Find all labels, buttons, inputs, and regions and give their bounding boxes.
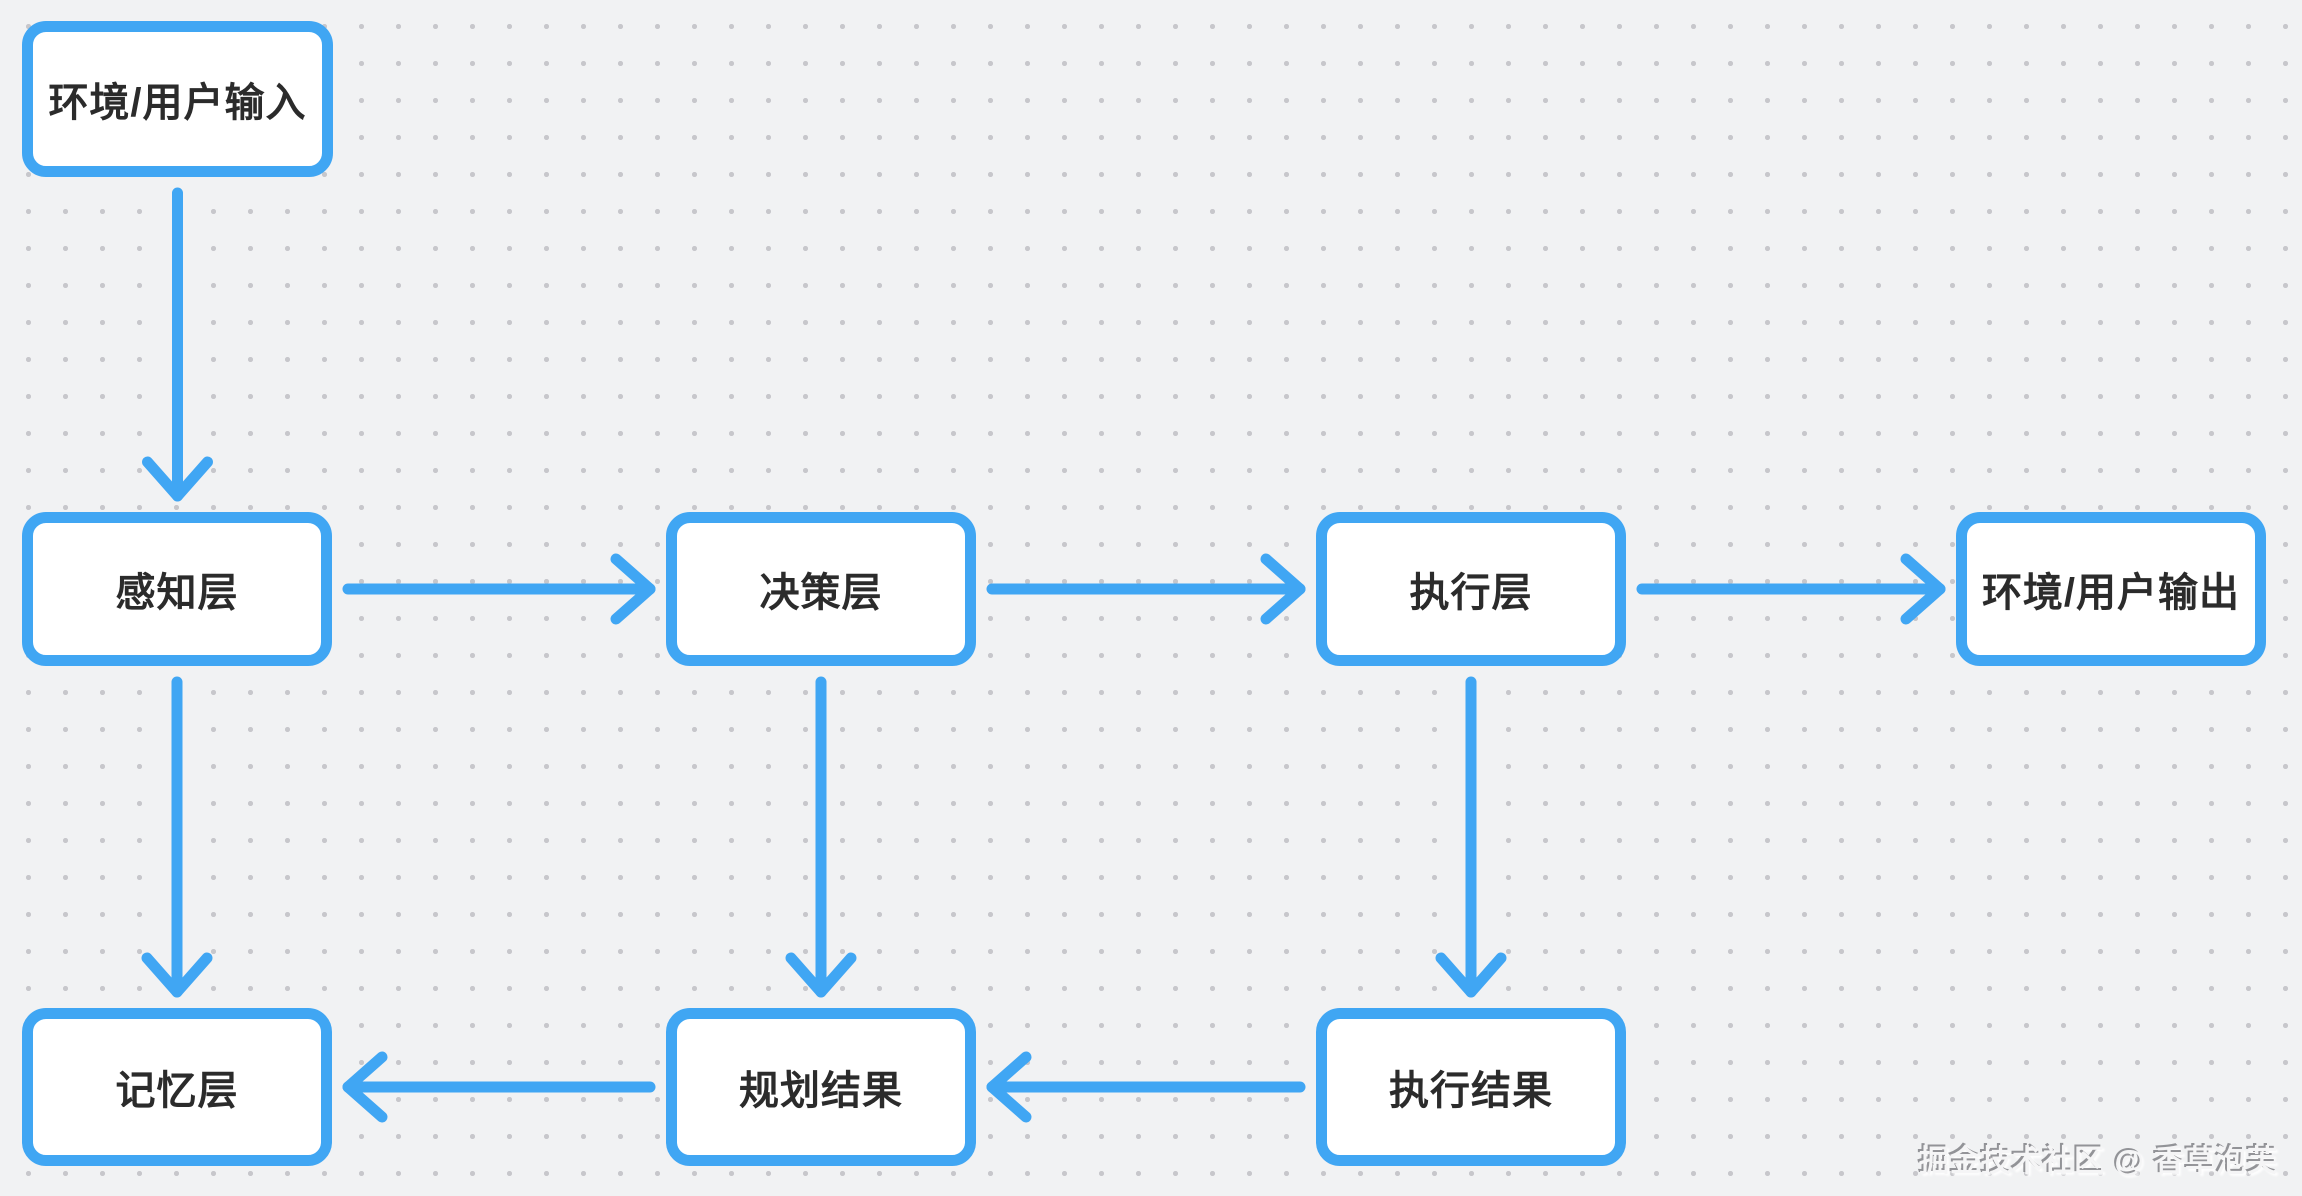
node-env-user-input-label: 环境/用户输入 [48, 81, 307, 125]
arrowhead-icon [141, 952, 213, 998]
arrow-execution-to-env-output[interactable] [1636, 553, 1946, 625]
node-planning-result[interactable]: 规划结果 [666, 1008, 976, 1166]
arrowhead-icon [1435, 952, 1507, 998]
arrowhead-icon [610, 553, 656, 625]
arrow-perception-to-decision[interactable] [342, 553, 656, 625]
node-execution-layer-label: 执行层 [1409, 571, 1533, 615]
node-decision-layer[interactable]: 决策层 [666, 512, 976, 666]
node-execution-layer[interactable]: 执行层 [1316, 512, 1626, 666]
arrowhead-icon [1900, 553, 1946, 625]
arrow-decision-to-planning-result[interactable] [785, 676, 857, 998]
node-memory-layer-label: 记忆层 [115, 1069, 239, 1113]
node-env-user-input[interactable]: 环境/用户输入 [22, 21, 333, 177]
arrowhead-icon [785, 952, 857, 998]
watermark: 掘金技术社区 @ 香草泡芙 [1919, 1145, 2278, 1178]
arrow-execution-to-execution-result[interactable] [1435, 676, 1507, 998]
node-execution-result-label: 执行结果 [1389, 1069, 1553, 1113]
arrow-planning-result-to-memory[interactable] [342, 1051, 656, 1123]
node-execution-result[interactable]: 执行结果 [1316, 1008, 1626, 1166]
arrow-env-input-to-perception[interactable] [142, 187, 213, 502]
node-perception-layer[interactable]: 感知层 [22, 512, 332, 666]
arrow-decision-to-execution[interactable] [986, 553, 1306, 625]
node-env-user-output-label: 环境/用户输出 [1981, 571, 2241, 615]
arrowhead-icon [342, 1051, 388, 1123]
node-planning-result-label: 规划结果 [739, 1069, 903, 1113]
arrow-perception-to-memory[interactable] [141, 676, 213, 998]
node-decision-layer-label: 决策层 [759, 571, 883, 615]
node-perception-layer-label: 感知层 [115, 571, 239, 615]
arrow-execution-result-to-planning-result[interactable] [986, 1051, 1306, 1123]
arrowhead-icon [1260, 553, 1306, 625]
arrowhead-icon [986, 1051, 1032, 1123]
arrowhead-icon [142, 456, 213, 502]
node-env-user-output[interactable]: 环境/用户输出 [1956, 512, 2266, 666]
node-memory-layer[interactable]: 记忆层 [22, 1008, 332, 1166]
